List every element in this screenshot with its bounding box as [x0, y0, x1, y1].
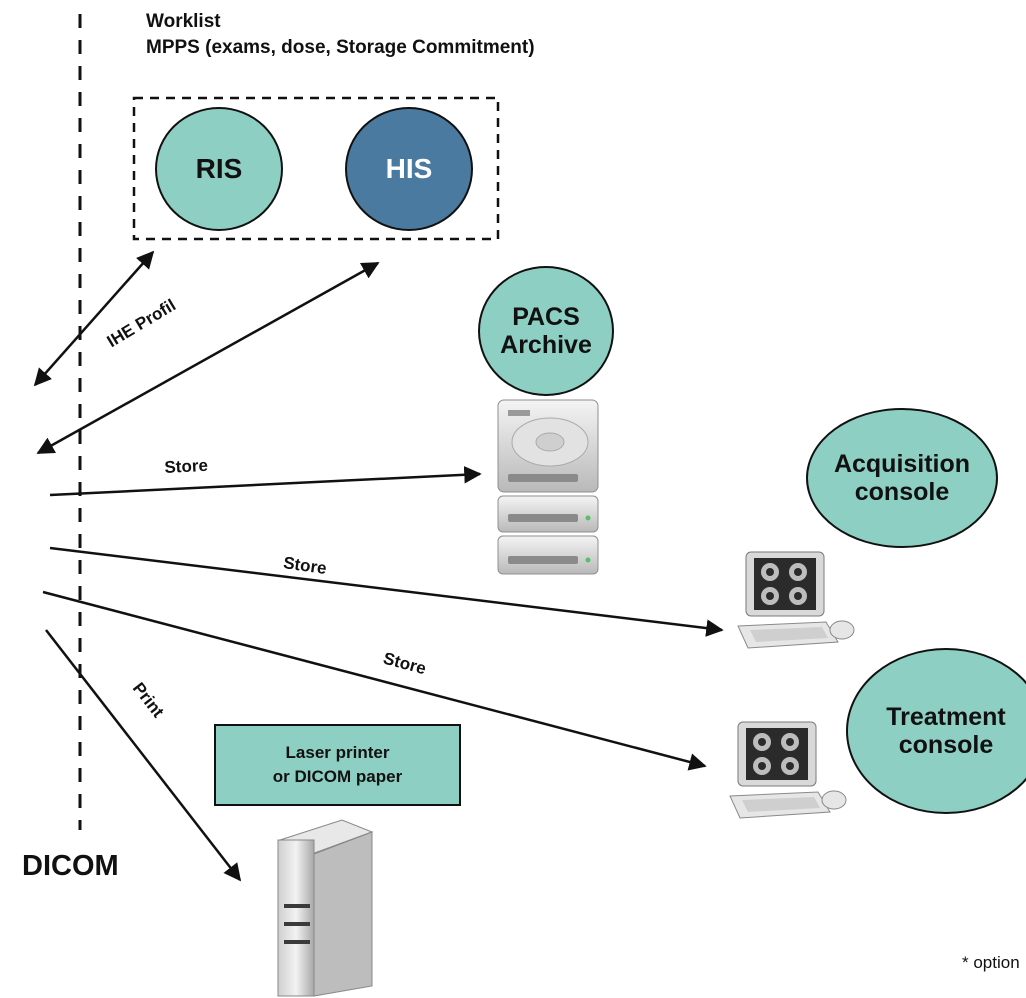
- store-label-archive: Store: [163, 455, 209, 478]
- laser-printer-box: Laser printer or DICOM paper: [214, 724, 461, 806]
- workstation-icon: [737, 551, 855, 649]
- archive-label: Archive: [500, 331, 592, 359]
- arrow-print-printer: [45, 629, 242, 882]
- arrow-store-treatment: [42, 590, 707, 771]
- pacs-label: PACS: [512, 303, 580, 331]
- arrow-store-acquisition: [49, 546, 724, 637]
- treatment-console-node: Treatment console: [846, 648, 1026, 814]
- laser-printer-label: Laser printer: [285, 743, 390, 762]
- server-stack-icon: [497, 399, 599, 575]
- worklist-label: Worklist: [146, 11, 221, 32]
- his-label: HIS: [385, 153, 433, 185]
- arrow-ihe-his: [36, 261, 380, 455]
- arrow-store-archive: [49, 466, 482, 497]
- workstation-icon: [729, 721, 847, 819]
- acquisition-console-label: console: [854, 478, 950, 506]
- footnote-label: * option: [962, 953, 1020, 972]
- dicom-label: DICOM: [22, 850, 119, 882]
- dicom-paper-label: or DICOM paper: [272, 767, 403, 786]
- ris-label: RIS: [195, 153, 243, 185]
- acquisition-label: Acquisition: [833, 450, 971, 478]
- pacs-archive-node: PACS Archive: [478, 266, 614, 396]
- his-node: HIS: [345, 107, 473, 231]
- treatment-console-label: console: [898, 731, 994, 759]
- mpps-label: MPPS (exams, dose, Storage Commitment): [146, 37, 535, 58]
- printer-icon: [277, 819, 374, 997]
- acquisition-console-node: Acquisition console: [806, 408, 998, 548]
- treatment-label: Treatment: [886, 703, 1006, 731]
- ris-his-group-boundary: [132, 96, 500, 241]
- ris-node: RIS: [155, 107, 283, 231]
